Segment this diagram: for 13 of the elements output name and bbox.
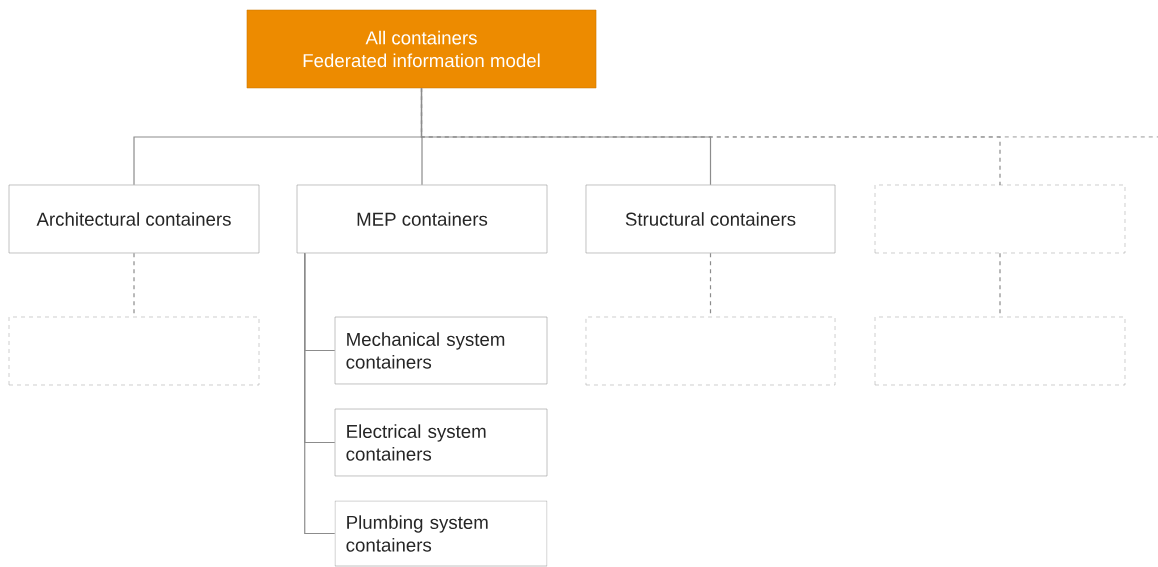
placeholder-box — [8, 316, 260, 386]
container-box: Electrical system containers — [334, 408, 548, 477]
container-box: MEP containers — [296, 184, 548, 254]
placeholder-box — [585, 316, 836, 386]
container-box: Structural containers — [585, 184, 836, 254]
connector-line — [304, 252, 336, 535]
root-box: All containers Federated information model — [246, 9, 597, 89]
placeholder-box — [874, 184, 1126, 254]
connector-line — [420, 87, 1158, 138]
container-box: Plumbing system containers — [334, 500, 548, 567]
placeholder-box — [874, 316, 1126, 386]
container-box: Architectural containers — [8, 184, 260, 254]
container-box: Mechanical system containers — [334, 316, 548, 385]
